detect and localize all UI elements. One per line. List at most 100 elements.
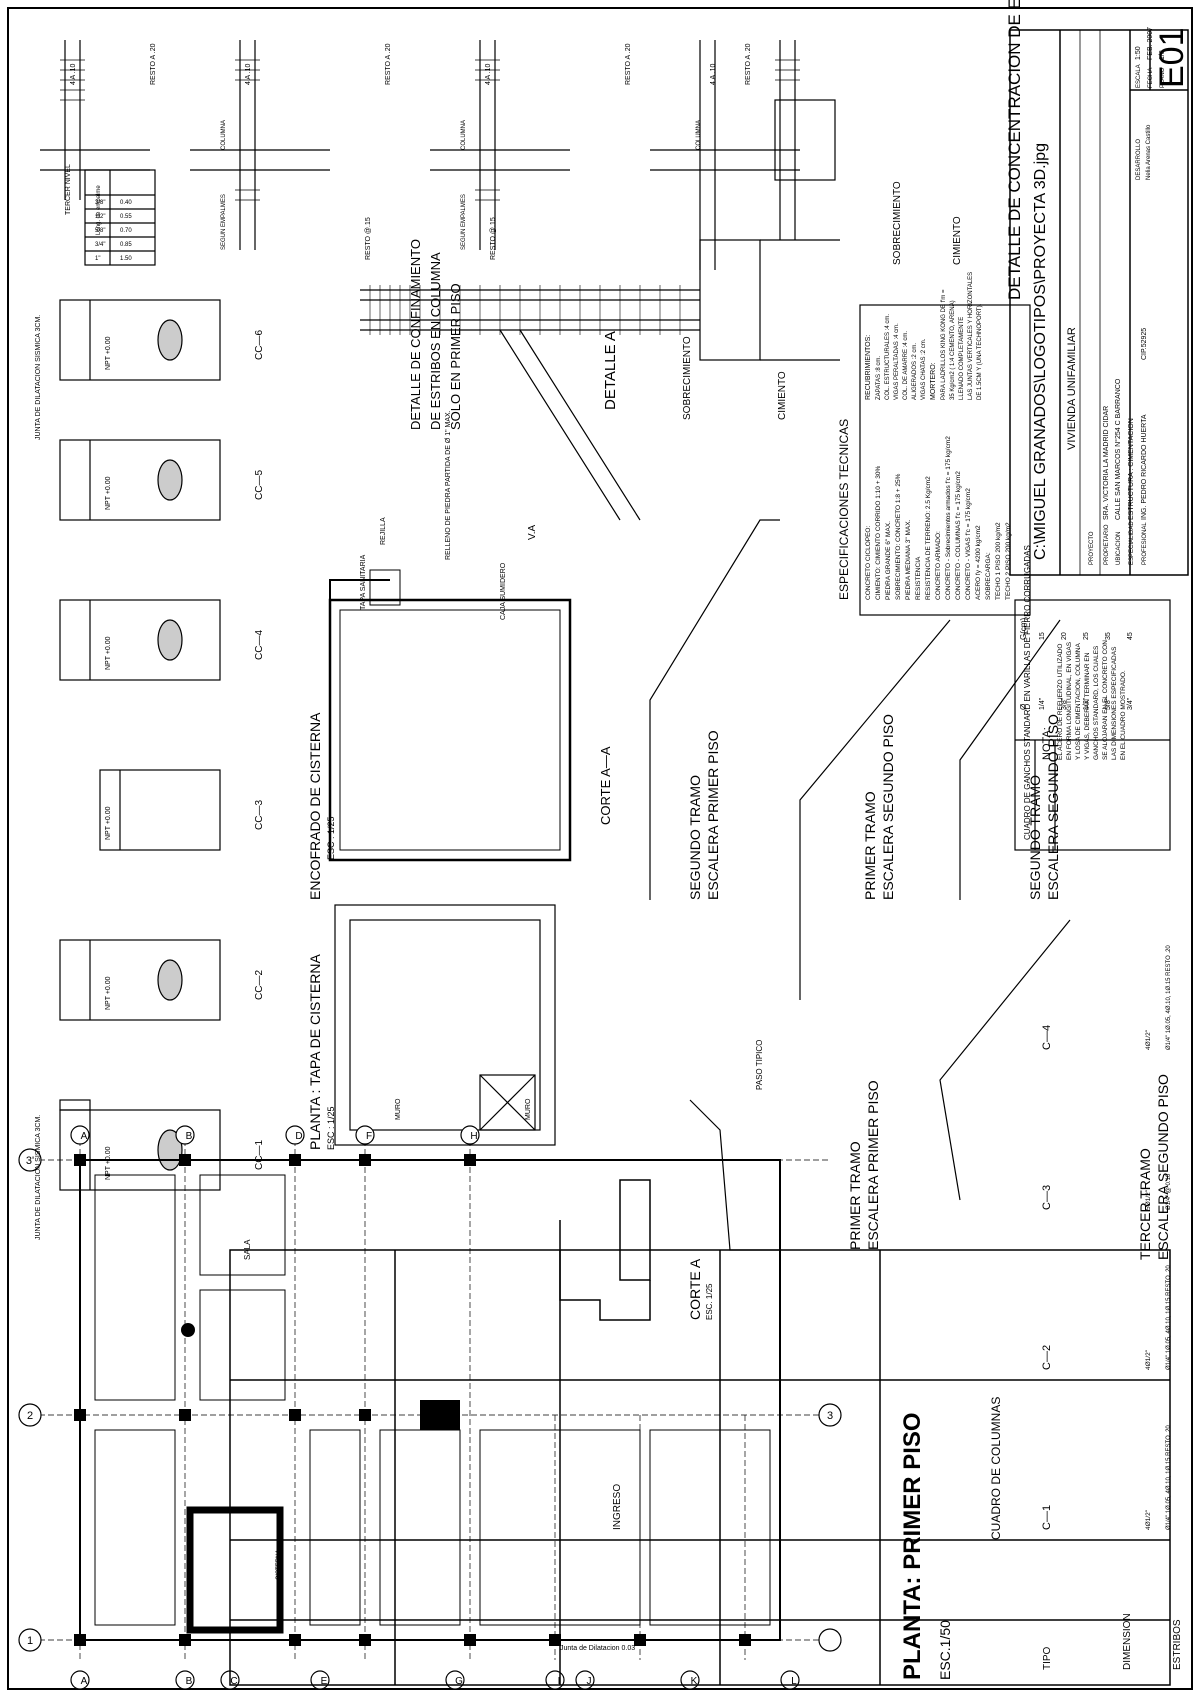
spec-line: ALIGERADOS :2 cm.	[912, 343, 918, 400]
note-line: EN FORMA LONGITUDINAL, EN VIGAS	[1066, 641, 1073, 760]
sheet-border	[7, 7, 1193, 1690]
npt-label: NPT +0.00	[105, 476, 112, 510]
lap-header: Long. de empalme	[96, 185, 102, 235]
tb-label: UBICACION	[1116, 532, 1122, 565]
spec-line: LAS JUNTAS VERTICALES Y HORIZONTALES	[968, 272, 974, 400]
note-line: EN EL CUADRO MOSTRADO.	[1120, 670, 1127, 760]
junta-text: Junta de Dilatacion 0.03	[560, 1645, 635, 1652]
spec-line: COL. DE AMARRE :4 cm.	[903, 331, 909, 400]
tapa-title: PLANTA : TAPA DE CISTERNA	[307, 954, 323, 1150]
column-type: C—4	[1041, 1025, 1053, 1050]
stair-title: ESCALERA PRIMER PISO	[865, 1080, 881, 1250]
cimiento-label: CC—4	[254, 630, 265, 660]
axis-letter: E	[321, 1676, 328, 1687]
file-path: C:\MIGUEL GRANADOS\LOGOTIPOS\PROYECTA 3D…	[1032, 143, 1049, 560]
stair-title: PRIMER TRAMO	[847, 1141, 863, 1250]
spec-line: CONCRETO - COLUMNAS f'c = 175 kg/cm2	[955, 471, 962, 600]
misc-label: RESTO A .20	[150, 43, 157, 85]
misc-label: COLUMNA	[221, 120, 227, 150]
specs-heading: ESPECIFICACIONES TECNICAS	[837, 419, 851, 600]
tb-label: ESPECIALIDAD	[1129, 521, 1135, 565]
misc-label: RESTO @.15	[490, 217, 497, 260]
column-type: C—3	[1041, 1185, 1053, 1210]
npt-label: NPT +0.00	[105, 1146, 112, 1180]
paso-tipico: PASO TIPICO	[755, 1040, 764, 1090]
spec-line: CONCRETO - VIGAS f'c = 175 kg/cm2	[965, 488, 972, 600]
spec-line: SOBRECIMIENTO: CONCRETO 1:8 + 25%	[895, 473, 902, 600]
hooks-cell: 15	[1039, 632, 1046, 640]
room-label: SALA	[243, 1239, 252, 1260]
axis-number: 1	[27, 1635, 33, 1647]
tb-label: ESCALA	[1136, 64, 1142, 88]
column-type: C—1	[1041, 1505, 1053, 1530]
confinement-title: DETALLE DE CONFINAMIENTO	[408, 239, 423, 430]
misc-label: CIMIENTO	[777, 371, 788, 420]
hooks-cell: 25	[1083, 632, 1090, 640]
tb-label: PROFESIONAL	[1142, 522, 1148, 565]
title-block-frame	[1009, 29, 1189, 576]
axis-letter: I	[558, 1676, 561, 1687]
confinement-detail	[360, 239, 840, 521]
hooks-cell: 5/8"	[1105, 697, 1112, 710]
misc-label: 4 A .10	[245, 63, 252, 85]
hooks-cell: 3/4"	[1127, 697, 1134, 710]
scale: 1:50	[1135, 46, 1142, 60]
stair-title: SEGUNDO TRAMO	[687, 775, 703, 900]
project-name: VIVIENDA UNIFAMILIAR	[1066, 327, 1078, 450]
stair-title: SEGUNDO TRAMO	[1027, 775, 1043, 900]
owner: SRA. VICTORIA LA MADRID CIDAR	[1103, 406, 1110, 520]
column-stirrups: Ø1/4" 1Ø.05, 4Ø.10, 1Ø.15 RESTO .20	[1166, 945, 1172, 1050]
sheet-of: 1/8	[1159, 50, 1166, 60]
tb-label: DESARROLLO	[1136, 139, 1142, 180]
developer: Nelia Arenas Castillo	[1146, 124, 1152, 180]
axis-letter: A	[81, 1131, 88, 1142]
cimiento-label: CC—1	[254, 1140, 265, 1170]
sheet-number: E01	[1153, 28, 1191, 89]
plan-scale: ESC.1/50	[937, 1620, 953, 1680]
hooks-cell: 1/4"	[1039, 697, 1046, 710]
confinement-title: SOLO EN PRIMER PISO	[448, 283, 463, 430]
note-line: EL ACERO DE REFUERZO UTILIZADO	[1057, 644, 1064, 760]
hooks-title: CUADRO DE GANCHOS STANDARD EN VARILLAS D…	[1023, 545, 1032, 840]
spec-line: DE 1.5CM Y (UNA TECHNOPORT).	[977, 303, 983, 400]
columns-title: CUADRO DE COLUMNAS	[989, 1397, 1003, 1540]
axis-letter: F	[366, 1131, 372, 1142]
spec-line: SOBRECARGA:	[985, 552, 992, 600]
axis-number: 2	[27, 1410, 33, 1422]
spec-line: ACERO fy = 4200 kg/cm2	[975, 525, 982, 600]
misc-label: RESTO @.15	[365, 217, 372, 260]
lap-cell: 1/2"	[95, 214, 105, 220]
spec-line: ZAPATAS :8 cm.	[876, 356, 882, 400]
encofrado-scale: ESC : 1/25	[326, 816, 336, 860]
plan-title: PLANTA: PRIMER PISO	[899, 1412, 926, 1680]
cimiento-label: CC—3	[254, 800, 265, 830]
npt-label: NPT +0.00	[105, 806, 112, 840]
axis-letter: B	[186, 1676, 193, 1687]
misc-label: SOBRECIMIENTO	[682, 336, 693, 420]
spec-line: CONCRETO ARMADO:	[935, 531, 942, 600]
hooks-cell: 35	[1105, 632, 1112, 640]
axis-bubbles	[18, 1125, 842, 1690]
column-bars: 4Ø1/2"	[1145, 1509, 1152, 1530]
cimiento-label: CC—6	[254, 330, 265, 360]
spec-line: LLENADO COMPLETAMENTE	[959, 317, 965, 400]
tapa-cisterna-plan	[334, 904, 556, 1146]
spec-line: 35 Kg/cm2 ( 1:4 CEMENTO, ARENA)	[950, 300, 956, 400]
misc-label: 4 A .10	[485, 63, 492, 85]
spec-line: MORTERO:	[930, 362, 937, 400]
tapa-scale: ESC : 1/25	[326, 1106, 336, 1150]
axis-letter: G	[455, 1676, 463, 1687]
tb-label: PROPIETARIO	[1104, 524, 1110, 565]
lap-cell: 0.55	[120, 214, 132, 220]
misc-label: RELLENO DE PIEDRA PARTIDA DE Ø 1" MAX.	[445, 410, 452, 560]
hooks-header: Ø	[1019, 704, 1028, 710]
column-stirrups: Ø1/4" 1Ø.05, 4Ø.10, 1Ø.15 RESTO .20	[1166, 1265, 1172, 1370]
confinement-title: DE ESTRIBOS EN COLUMNA	[428, 252, 443, 430]
encofrado-title: ENCOFRADO DE CISTERNA	[307, 712, 323, 900]
spec-line: TECHO 1 PISO 200 kg/m2	[995, 522, 1002, 600]
column-bars: 4Ø1/2"	[1145, 1349, 1152, 1370]
floor-plan	[30, 1140, 830, 1660]
misc-label: RESTO A .20	[385, 43, 392, 85]
junta-label: JUNTA DE DILATACION SISMICA 3CM.	[35, 1115, 42, 1240]
